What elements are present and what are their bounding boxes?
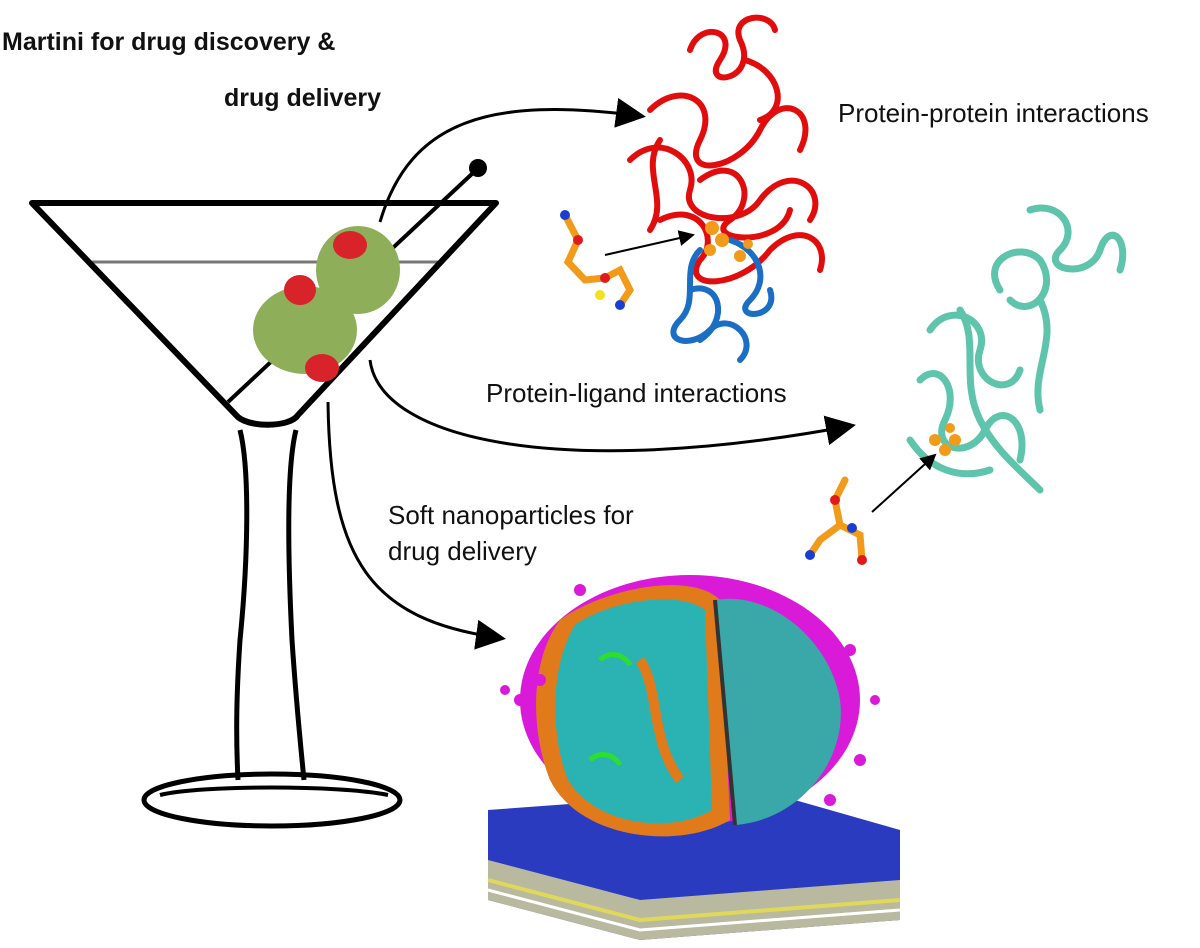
pli-binding-arrow	[871, 453, 937, 513]
ppi-binding-arrow	[604, 230, 695, 256]
glass-base	[141, 771, 403, 829]
blue-protein-structure	[670, 237, 775, 363]
red-protein-structure	[627, 14, 825, 285]
label-nanoparticles-line-2: drug delivery	[388, 536, 537, 566]
title-line-2: drug delivery	[224, 84, 381, 112]
label-protein-protein: Protein-protein interactions	[838, 98, 1149, 128]
arrow-to-nanoparticle	[326, 401, 506, 650]
lipid-nanoparticle	[500, 575, 880, 837]
title-line-1: Martini for drug discovery &	[2, 28, 336, 56]
glass-bowl	[29, 200, 499, 428]
arrow-to-pli	[368, 359, 856, 453]
arrow-to-ppi	[378, 97, 646, 223]
olive-icon	[253, 226, 400, 382]
membrane-slab	[487, 790, 901, 940]
teal-protein-structure	[906, 204, 1127, 494]
label-protein-ligand: Protein-ligand interactions	[486, 378, 787, 408]
glass-stem	[234, 429, 307, 781]
pli-free-ligand	[805, 476, 867, 565]
label-nanoparticles-line-1: Soft nanoparticles for	[388, 500, 634, 530]
martini-glass-icon	[29, 159, 499, 829]
ppi-free-ligand	[560, 210, 635, 310]
pli-bound-ligand	[929, 423, 961, 456]
ppi-bound-ligand	[704, 221, 753, 262]
